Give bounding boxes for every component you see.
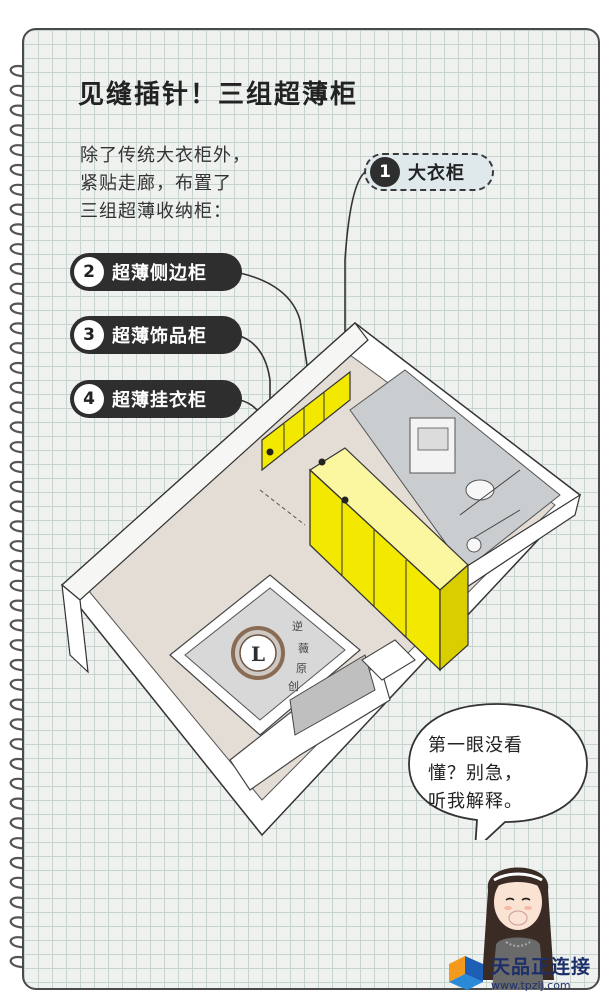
marker-dot	[318, 458, 326, 466]
label-side-cabinet: 2 超薄侧边柜	[70, 253, 242, 291]
bubble-line: 懂？别急，	[428, 763, 523, 784]
intro-text: 除了传统大衣柜外， 紧贴走廊，布置了 三组超薄收纳柜：	[80, 142, 251, 226]
intro-line: 紧贴走廊，布置了	[80, 173, 232, 194]
speech-bubble-text: 第一眼没看 懂？别急， 听我解释。	[428, 732, 523, 816]
label-number: 4	[74, 384, 104, 414]
label-decor-cabinet: 3 超薄饰品柜	[70, 316, 242, 354]
marker-dot	[341, 496, 349, 504]
site-logo: 天品正连接 www.tpzlj.com	[445, 950, 605, 994]
wardrobe-side	[439, 563, 469, 672]
medallion-char: 原	[296, 662, 307, 675]
toilet	[465, 479, 495, 501]
bubble-line: 第一眼没看	[428, 735, 523, 756]
shower-drain	[466, 537, 482, 553]
intro-line: 除了传统大衣柜外，	[80, 145, 251, 166]
logo-name: 天品正连接	[491, 956, 592, 978]
medallion-char: 逆	[292, 619, 303, 633]
label-hanging-cabinet: 4 超薄挂衣柜	[70, 380, 242, 418]
logo-cube-icon	[449, 956, 483, 990]
speech-bubble	[408, 703, 588, 840]
girl-illustration	[482, 867, 554, 990]
label-text: 超薄挂衣柜	[112, 390, 207, 411]
intro-line: 三组超薄收纳柜：	[80, 201, 232, 222]
bubble-line: 听我解释。	[428, 791, 523, 812]
leader-lines	[239, 171, 366, 500]
label-text: 大衣柜	[408, 163, 465, 184]
label-number: 3	[74, 320, 104, 350]
label-text: 超薄饰品柜	[112, 326, 207, 347]
label-text: 超薄侧边柜	[112, 263, 207, 284]
nightstand	[361, 639, 416, 681]
label-number: 2	[74, 257, 104, 287]
medallion-char: 创	[288, 680, 299, 693]
label-number: 1	[370, 157, 400, 187]
medallion-char: 薇	[298, 642, 309, 655]
folded-clothes	[289, 654, 376, 736]
medallion-letter: L	[251, 642, 265, 666]
wall-edge	[61, 583, 89, 674]
logo-url: www.tpzlj.com	[491, 979, 571, 992]
page-title: 见缝插针！三组超薄柜	[78, 80, 359, 110]
label-wardrobe: 1 大衣柜	[364, 153, 494, 191]
marker-dot	[266, 448, 274, 456]
